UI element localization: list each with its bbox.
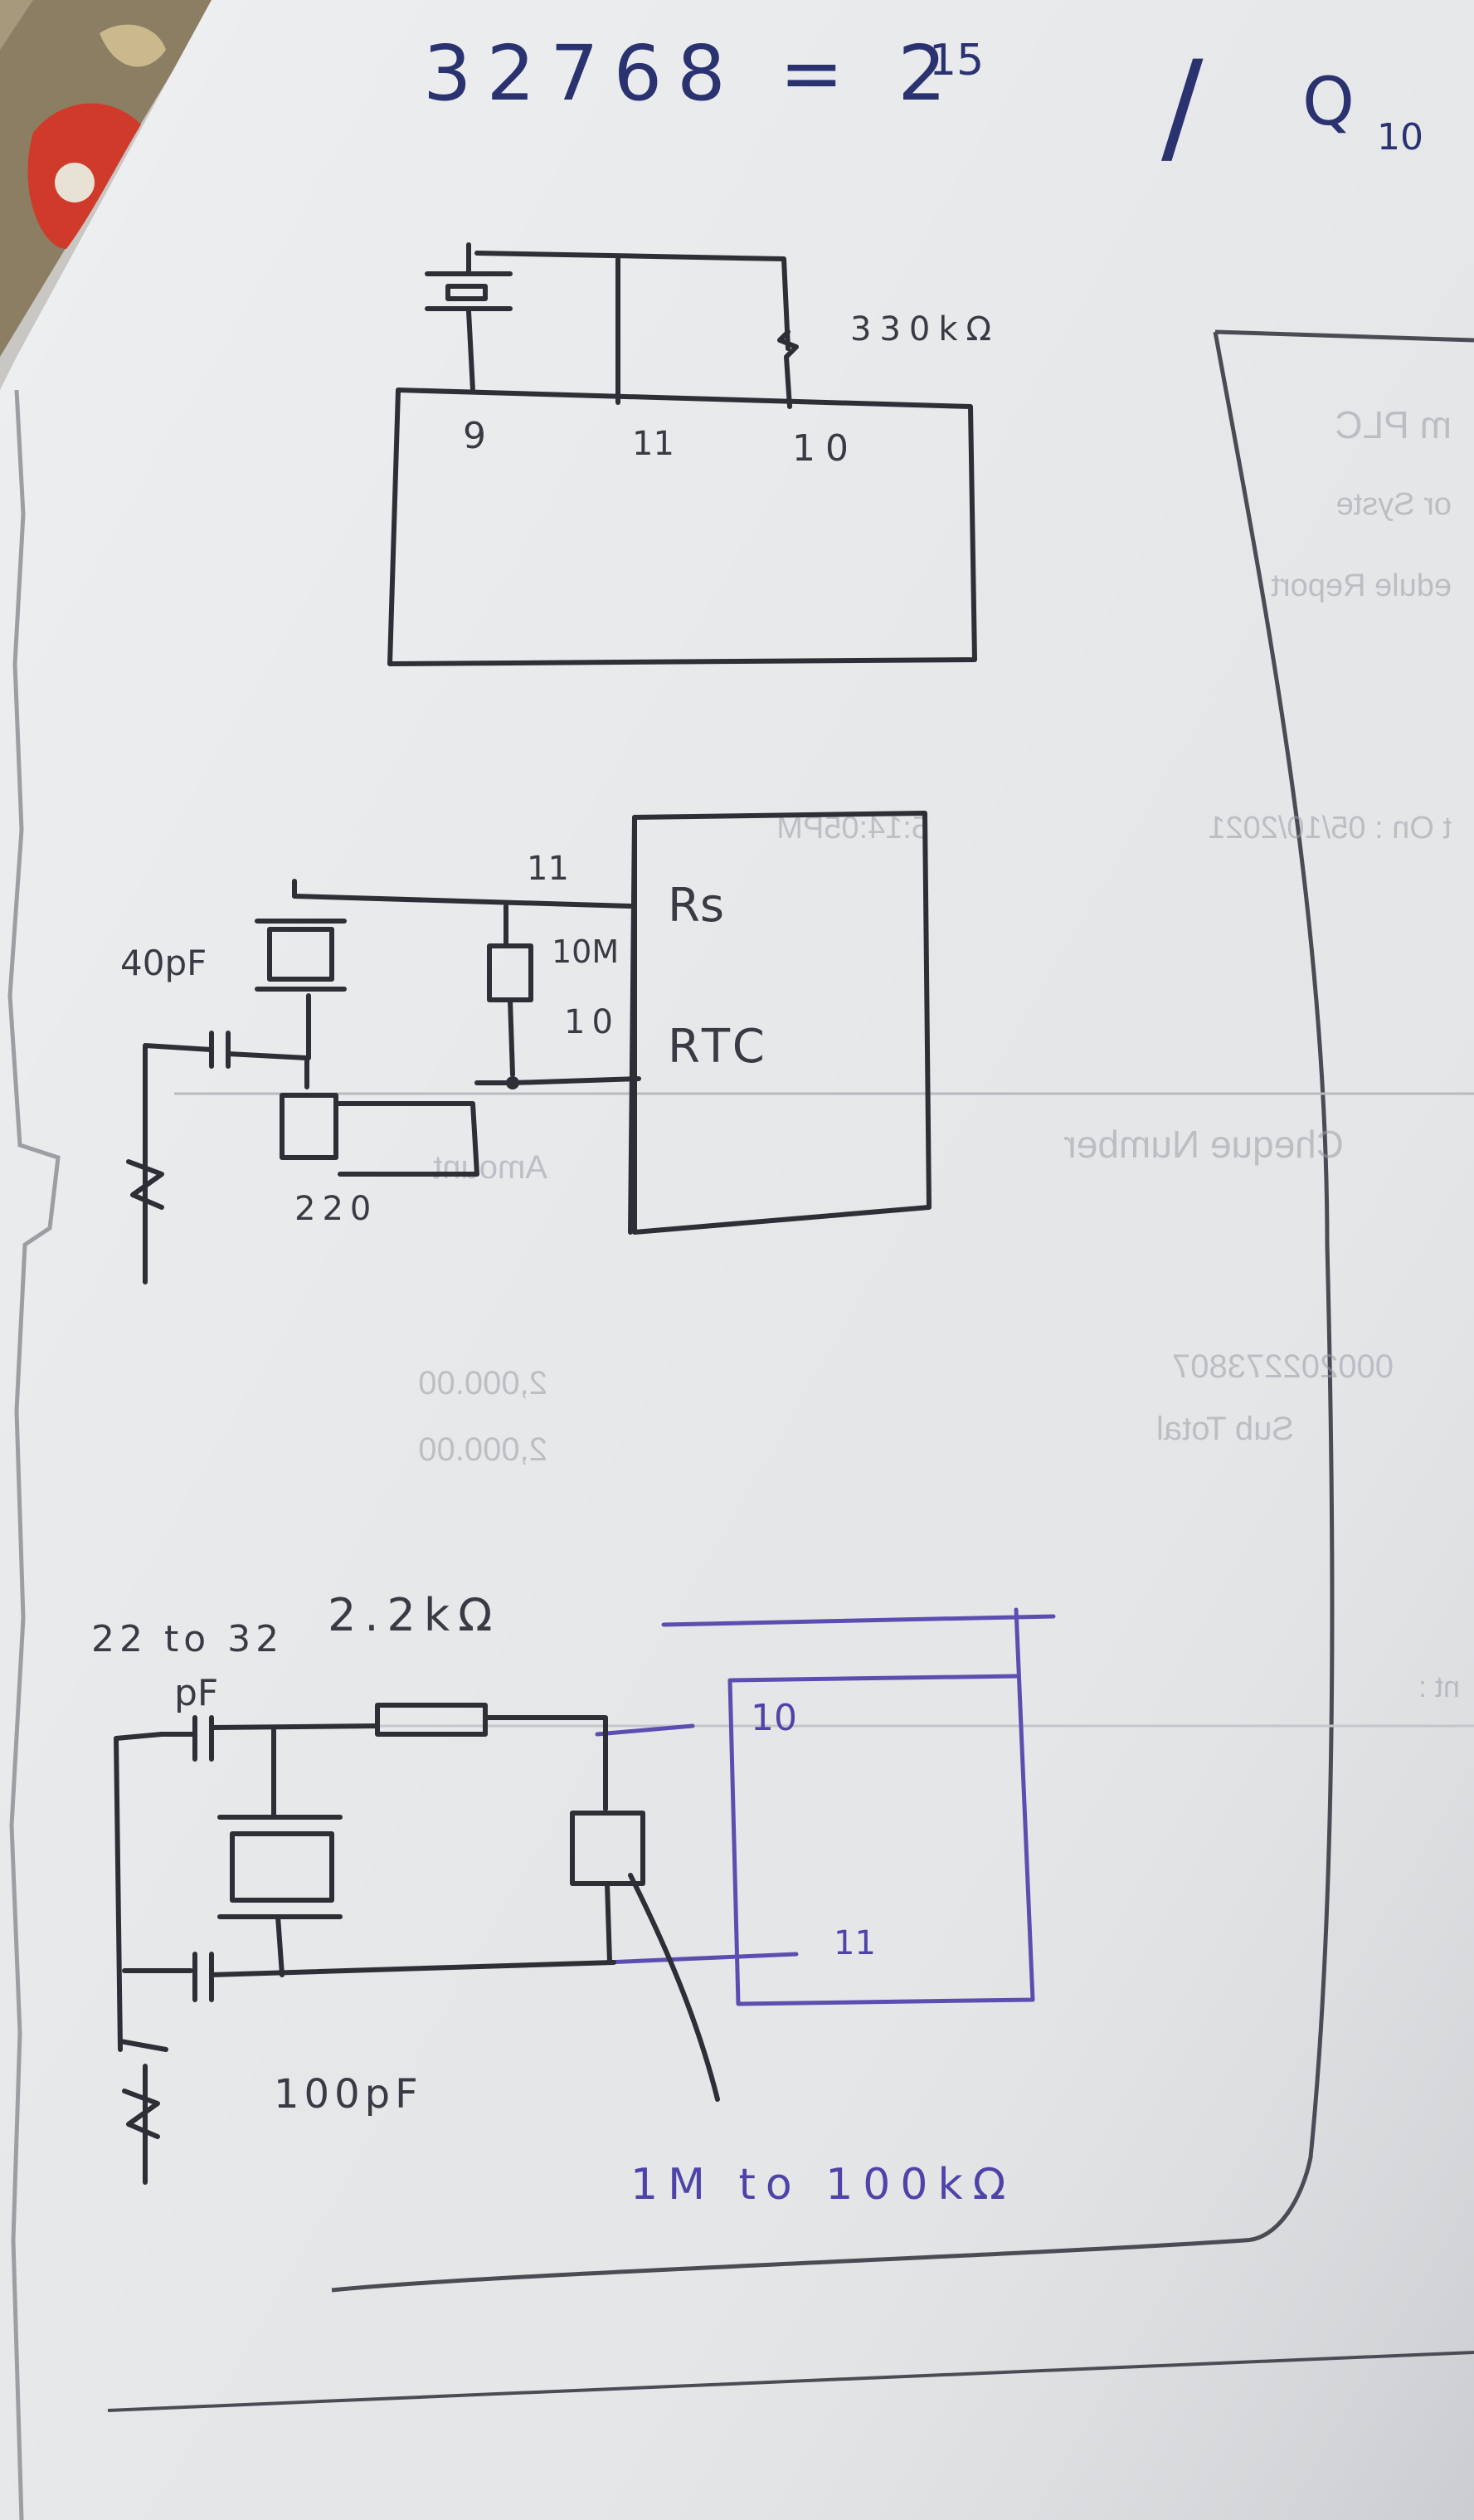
svg-text:nt :: nt : [1418, 1669, 1460, 1704]
capacitor-label-40pf: 40pF [120, 943, 207, 983]
circuit-1: 330kΩ 9 11 10 [387, 242, 1000, 666]
pin-label-9: 9 [463, 415, 486, 457]
rtc-label: RTC [668, 1020, 770, 1074]
resistor-220 [280, 1093, 338, 1160]
bottom-fold-line [107, 2351, 1474, 2412]
crystal-symbol-3 [217, 1728, 343, 1977]
receipt-outline [331, 329, 1474, 2293]
formula-main: 32768 = 2 [423, 29, 961, 118]
capacitor-range-label: 22 to 32 [91, 1618, 284, 1660]
svg-text:or Syste: or Syste [1336, 487, 1452, 522]
formula-q-subscript: 10 [1377, 116, 1423, 158]
rs-label: Rs [668, 879, 724, 933]
svg-text:edule Report: edule Report [1271, 568, 1452, 603]
resistor-label-2k2: 2.2kΩ [328, 1589, 500, 1641]
ic-box-3 [661, 1607, 1056, 2006]
pin-label-11: 11 [834, 1924, 876, 1962]
pin-label-10: 10 [751, 1697, 797, 1739]
pin-label-10: 10 [564, 1003, 620, 1041]
ic-box-1 [387, 388, 977, 666]
pin-label-11: 11 [632, 425, 674, 463]
frequency-formula: 32768 = 2 15 / Q 10 [423, 29, 1423, 179]
fabric-corner [0, 0, 216, 357]
pin-label-11: 11 [527, 850, 569, 888]
svg-text:2,000.00: 2,000.00 [418, 1365, 547, 1401]
svg-text:t On : 05/10/2021: t On : 05/10/2021 [1208, 811, 1452, 846]
formula-q: Q [1302, 63, 1355, 140]
formula-slash: / [1161, 35, 1204, 179]
formula-exponent: 15 [929, 36, 984, 85]
circuit-2: 11 10 Rs RTC 40pF 10M 220 [120, 811, 932, 1284]
ic-box-2 [632, 811, 932, 1235]
circuit-3: 22 to 32 pF 2.2kΩ 10 11 100pF 1M to 100k… [91, 1589, 1056, 2210]
pin-label-10: 10 [792, 427, 859, 470]
ghost-receipt-text: m PLC or Syste edule Report t On : 05/10… [418, 403, 1460, 1704]
svg-text:Cheque Number: Cheque Number [1063, 1123, 1344, 1166]
torn-edge [7, 389, 61, 2520]
svg-text:000202273807: 000202273807 [1172, 1348, 1394, 1385]
svg-text:Amount: Amount [433, 1149, 547, 1186]
ground-symbol-3 [122, 2064, 160, 2185]
ground-symbol-2 [126, 1114, 164, 1284]
resistor-2k2 [375, 1703, 488, 1737]
resistor-label-220: 220 [294, 1190, 377, 1228]
potentiometer-range-label: 1M to 100kΩ [630, 2160, 1015, 2210]
svg-text:Sub Total: Sub Total [1156, 1411, 1294, 1447]
resistor-label-330k: 330kΩ [850, 310, 1000, 349]
svg-text:2,000.00: 2,000.00 [418, 1431, 547, 1468]
svg-text:m PLC: m PLC [1335, 403, 1452, 446]
resistor-label-10m: 10M [552, 933, 619, 970]
potentiometer [570, 1811, 645, 1965]
capacitor-label-100pf: 100pF [274, 2071, 423, 2118]
potentiometer-wiper [628, 1873, 720, 2102]
crystal-symbol-2 [255, 919, 347, 992]
capacitor-unit-label: pF [174, 1672, 218, 1714]
resistor-symbol-1 [777, 329, 799, 409]
resistor-10m [487, 904, 533, 1077]
